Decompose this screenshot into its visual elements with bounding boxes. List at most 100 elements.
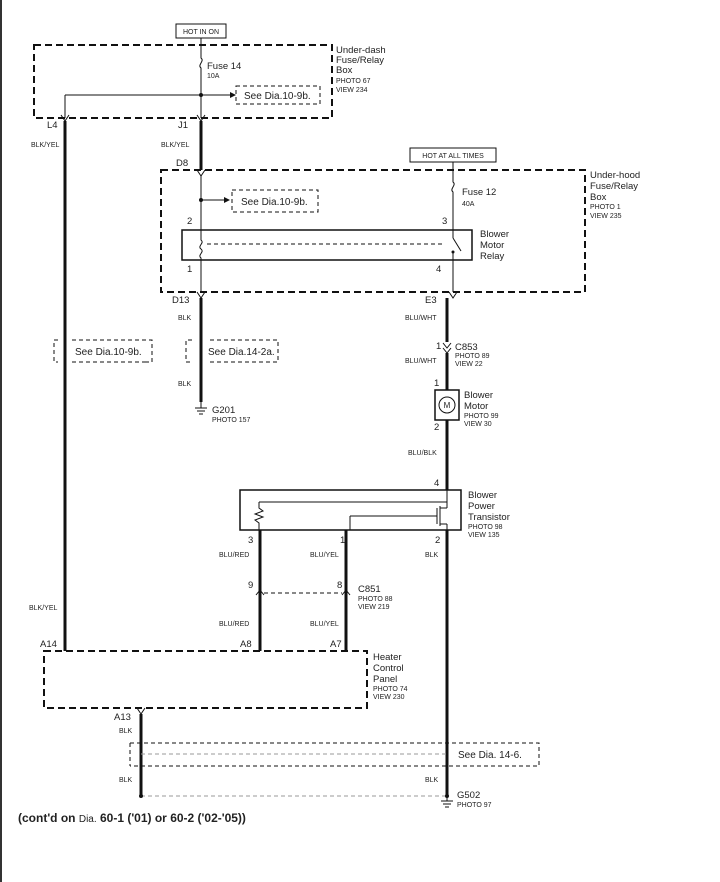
- c851-pin-9: 9: [248, 580, 253, 591]
- blower-motor-view: VIEW 30: [464, 421, 492, 428]
- pin-a13: A13: [114, 712, 131, 723]
- transistor-name-line3: Transistor: [468, 512, 510, 523]
- heater-panel-name-line2: Control: [373, 663, 404, 674]
- relay-pin-4: 4: [436, 264, 441, 275]
- c851-pin-8: 8: [337, 580, 342, 591]
- fuse-14-rating: 10A: [207, 73, 220, 80]
- connector-c851-pin8-icon: [341, 589, 351, 596]
- blower-motor-name-line1: Blower: [464, 390, 493, 401]
- pin-a14: A14: [40, 639, 57, 650]
- connector-e3-icon: [448, 291, 458, 299]
- blower-motor-name-line2: Motor: [464, 401, 488, 412]
- underdash-view: VIEW 234: [336, 87, 368, 94]
- wire-label-blu-yel-bottom: BLU/YEL: [310, 621, 339, 628]
- motor-icon: [438, 396, 456, 414]
- blower-motor-photo: PHOTO 99: [464, 413, 499, 420]
- underhood-fuse-relay-box: Under-hood Fuse/Relay Box PHOTO 1 VIEW 2…: [160, 169, 640, 293]
- wire-label-blk-g201: BLK: [178, 381, 192, 388]
- c853-view: VIEW 22: [455, 361, 483, 368]
- wire-label-blk-d13: BLK: [178, 315, 192, 322]
- wire-label-blk-yel-j1: BLK/YEL: [161, 142, 190, 149]
- c853-photo: PHOTO 89: [455, 353, 490, 360]
- pin-d13: D13: [172, 295, 189, 306]
- wire-label-blk-right-bottom: BLK: [425, 777, 439, 784]
- c851-view: VIEW 219: [358, 604, 390, 611]
- fuse-12-rating: 40A: [462, 201, 475, 208]
- wire-label-blu-red-top: BLU/RED: [219, 552, 249, 559]
- g201-name: G201: [212, 405, 235, 416]
- wire-label-blk-yel-top: BLK/YEL: [31, 142, 60, 149]
- transistor-name-line2: Power: [468, 501, 495, 512]
- hot-at-all-times-label: HOT AT ALL TIMES: [422, 153, 484, 160]
- transistor-pin-3: 3: [248, 535, 253, 546]
- underhood-name-line1: Under-hood: [590, 170, 640, 181]
- fuse-12: Fuse 12 40A: [451, 170, 496, 230]
- underhood-photo: PHOTO 1: [590, 204, 621, 211]
- transistor-view: VIEW 135: [468, 532, 500, 539]
- pin-d8: D8: [176, 158, 188, 169]
- blower-power-transistor: Blower Power Transistor PHOTO 98 VIEW 13…: [239, 489, 510, 539]
- wire-label-blu-red-bottom: BLU/RED: [219, 621, 249, 628]
- underdash-name-line3: Box: [336, 65, 353, 76]
- ref-dia-10-9b-left: See Dia.10-9b.: [53, 339, 153, 363]
- fuse-12-label: Fuse 12: [462, 187, 496, 198]
- relay-switch-icon: [452, 237, 462, 252]
- wire-label-blu-wht-bottom: BLU/WHT: [405, 358, 437, 365]
- heater-panel-photo: PHOTO 74: [373, 686, 408, 693]
- relay-coil-icon: [199, 230, 203, 260]
- relay-pin-2: 2: [187, 216, 192, 227]
- fuse-14: Fuse 14 10A: [199, 45, 241, 82]
- wire-label-blk-left-bottom: BLK: [119, 777, 133, 784]
- underdash-see-ref-text: See Dia.10-9b.: [244, 91, 311, 102]
- relay-pin-3: 3: [442, 216, 447, 227]
- footer-dia: Dia.: [79, 814, 97, 825]
- underdash-name-line2: Fuse/Relay: [336, 55, 384, 66]
- c853-pin-top: 1: [436, 341, 441, 352]
- transistor-pin-2: 2: [435, 535, 440, 546]
- relay-pin-1: 1: [187, 264, 192, 275]
- g502-name: G502: [457, 790, 480, 801]
- underhood-view: VIEW 235: [590, 213, 622, 220]
- relay-name-line2: Motor: [480, 240, 504, 251]
- heater-control-panel: Heater Control Panel PHOTO 74 VIEW 230: [43, 650, 408, 709]
- blower-motor: M Blower Motor PHOTO 99 VIEW 30: [434, 389, 499, 428]
- ref-dia-14-2a-text: See Dia.14-2a.: [208, 347, 275, 358]
- hot-in-on-badge: HOT IN ON: [175, 23, 227, 45]
- c853-name: C853: [455, 342, 478, 353]
- fuse-14-label: Fuse 14: [207, 61, 241, 72]
- pin-a7: A7: [330, 639, 342, 650]
- heater-panel-name-line3: Panel: [373, 674, 397, 685]
- hot-in-on-label: HOT IN ON: [183, 29, 219, 36]
- arrow-right-icon: [224, 197, 230, 203]
- motor-symbol: M: [444, 401, 451, 410]
- g201-photo: PHOTO 157: [212, 417, 250, 424]
- footer-rest: 60-1 ('01) or 60-2 ('02-'05)): [97, 811, 246, 825]
- underhood-see-ref: See Dia.10-9b.: [231, 189, 319, 213]
- c851-photo: PHOTO 88: [358, 596, 393, 603]
- wire-label-blu-yel-top: BLU/YEL: [310, 552, 339, 559]
- pin-l4: L4: [47, 120, 58, 131]
- footer-prefix: (cont'd on: [18, 811, 79, 825]
- connector-c851-pin9-icon: [255, 589, 265, 596]
- wire-label-blk-transistor: BLK: [425, 552, 439, 559]
- underhood-name-line3: Box: [590, 192, 607, 203]
- relay-name-line1: Blower: [480, 229, 509, 240]
- wire-label-blk-yel-bottom: BLK/YEL: [29, 605, 58, 612]
- ref-dia-10-9b-left-text: See Dia.10-9b.: [75, 347, 142, 358]
- transistor-photo: PHOTO 98: [468, 524, 503, 531]
- underhood-name-line2: Fuse/Relay: [590, 181, 638, 192]
- wire-label-blk-a13: BLK: [119, 728, 133, 735]
- connector-c853-icon: [442, 342, 452, 354]
- ref-dia-14-6-text: See Dia. 14-6.: [458, 750, 522, 761]
- arrow-right-icon: [230, 92, 236, 98]
- heater-panel-view: VIEW 230: [373, 694, 405, 701]
- heater-panel-name-line1: Heater: [373, 652, 402, 663]
- ref-dia-14-6: See Dia. 14-6.: [129, 742, 540, 767]
- underdash-see-ref: See Dia.10-9b.: [235, 85, 321, 105]
- hot-at-all-times-badge: HOT AT ALL TIMES: [409, 147, 497, 170]
- transistor-pin-4: 4: [434, 478, 439, 489]
- blower-motor-relay: Blower Motor Relay: [181, 229, 509, 262]
- wire-label-blu-blk: BLU/BLK: [408, 450, 437, 457]
- transistor-name-line1: Blower: [468, 490, 497, 501]
